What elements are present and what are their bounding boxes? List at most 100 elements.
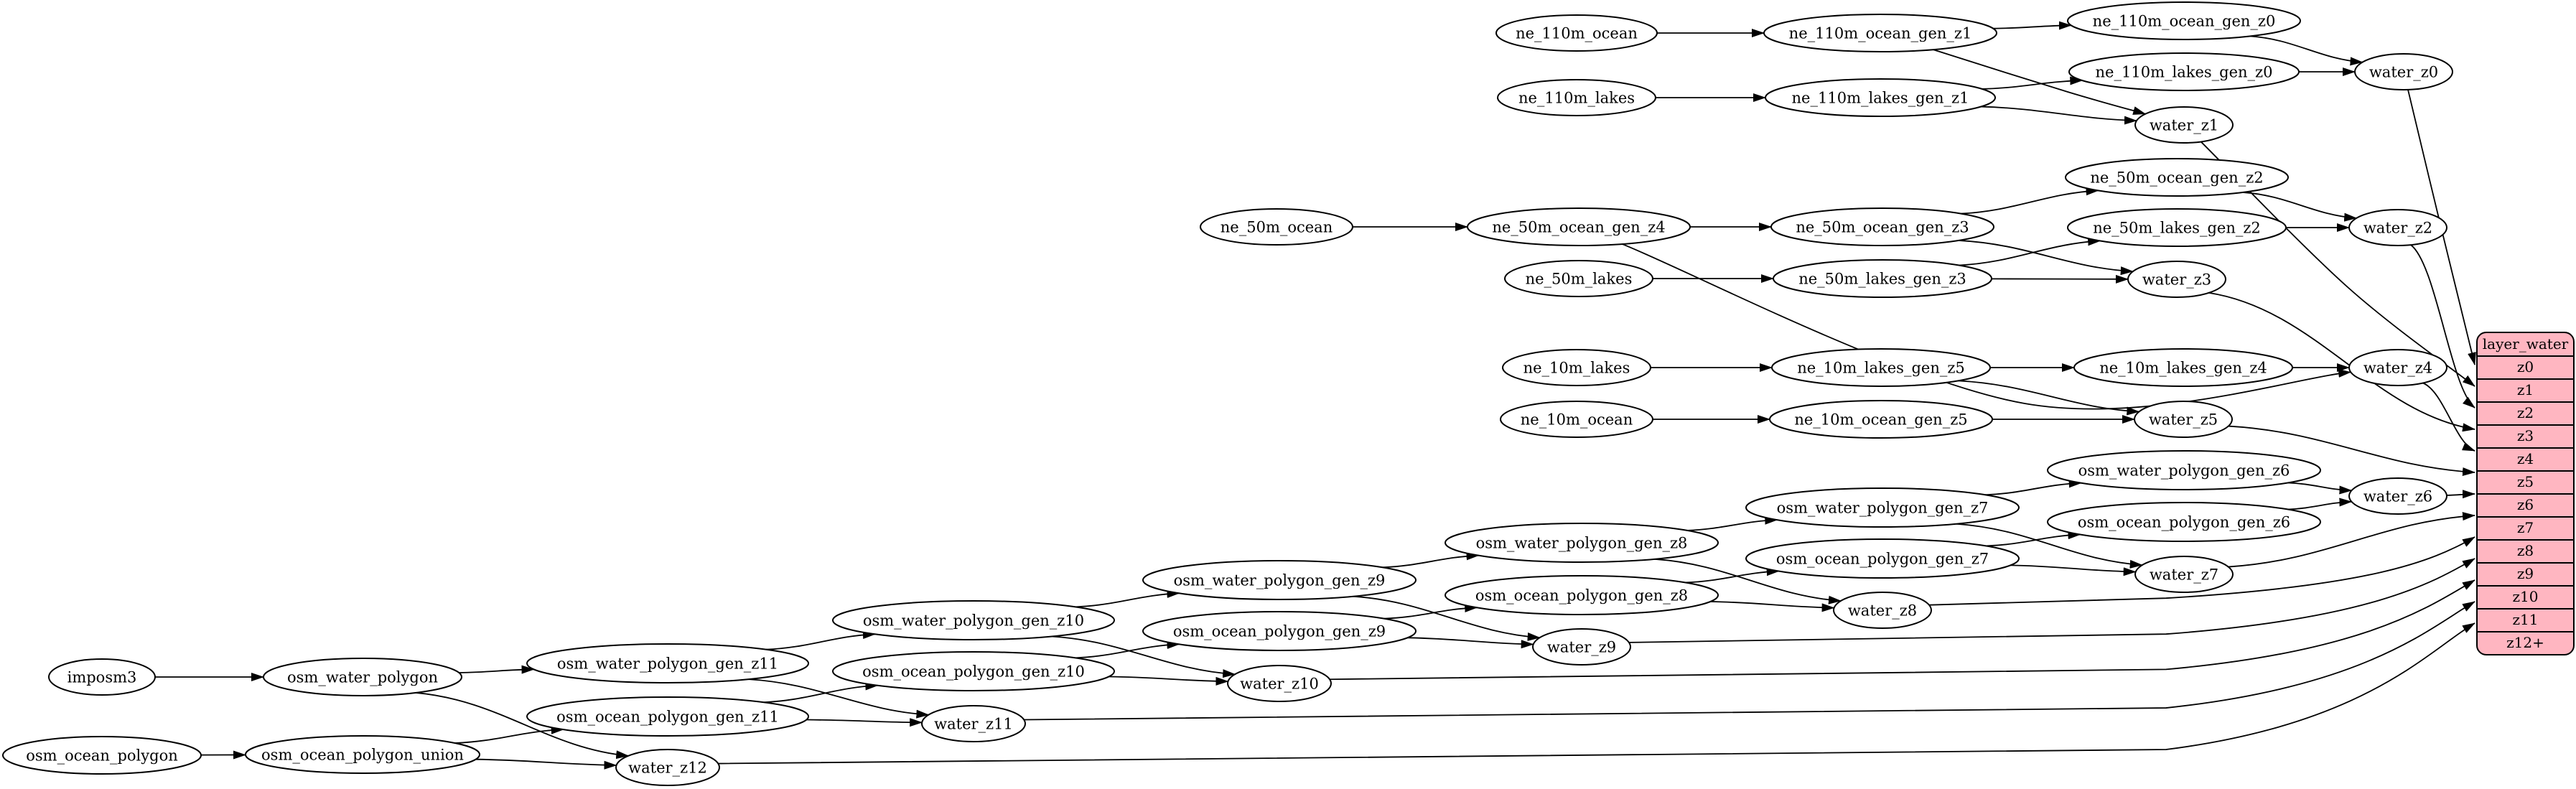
node-osm_water_polygon_gen_z6-label: osm_water_polygon_gen_z6	[2078, 462, 2290, 479]
edge-ne_50m_ocean_gen_z3-to-water_z3	[1959, 240, 2134, 276]
edge-osm_ocean_polygon_gen_z9-to-water_z9	[1407, 637, 1534, 649]
node-ne_10m_ocean: ne_10m_ocean	[1500, 401, 1653, 438]
node-ne_10m_lakes_gen_z5-ellipse	[1771, 348, 1991, 387]
node-osm_ocean_polygon_gen_z7: osm_ocean_polygon_gen_z7	[1745, 538, 2020, 579]
node-ne_50m_ocean_gen_z2-ellipse	[2065, 158, 2289, 197]
edge-osm_water_polygon_gen_z8-to-water_z8	[1654, 558, 1842, 604]
edge-water_z6-to-row-z6	[2446, 490, 2475, 499]
node-ne_50m_lakes_gen_z3: ne_50m_lakes_gen_z3	[1773, 259, 1992, 298]
edge-ne_110m_ocean_gen_z1-to-ne_110m_ocean_gen_z0	[1993, 21, 2072, 30]
node-osm_ocean_polygon_gen_z7-ellipse	[1745, 538, 2020, 579]
node-ne_50m_ocean_gen_z2: ne_50m_ocean_gen_z2	[2065, 158, 2289, 197]
node-ne_110m_ocean_gen_z0: ne_110m_ocean_gen_z0	[2067, 1, 2301, 40]
node-osm_ocean_polygon_union-ellipse	[245, 735, 480, 774]
node-water_z1: water_z1	[2134, 106, 2234, 144]
node-ne_110m_lakes_gen_z1-ellipse	[1765, 78, 1996, 117]
node-osm_water_polygon-label: osm_water_polygon	[287, 668, 438, 686]
node-water_z11-ellipse	[921, 705, 1026, 742]
node-water_z1-label: water_z1	[2150, 116, 2218, 134]
edge-osm_ocean_polygon_gen_z8-to-water_z8	[1710, 601, 1835, 612]
edge-osm_water_polygon_gen_z11-to-osm_water_polygon_gen_z10	[766, 630, 876, 650]
edge-osm_ocean_polygon_union-to-osm_ocean_polygon_gen_z11	[454, 725, 564, 744]
node-water_z3: water_z3	[2127, 261, 2226, 298]
node-ne_10m_lakes_gen_z4-ellipse	[2073, 348, 2293, 387]
node-water_z5-ellipse	[2134, 401, 2233, 438]
node-water_z2: water_z2	[2348, 209, 2447, 246]
node-water_z5-label: water_z5	[2149, 411, 2218, 428]
edge-ne_50m_ocean_gen_z2-to-water_z2	[2242, 192, 2358, 222]
edge-ne_10m_lakes_gen_z5-to-water_z5	[1958, 380, 2140, 416]
node-ne_50m_ocean_gen_z2-label: ne_50m_ocean_gen_z2	[2090, 169, 2263, 186]
edge-osm_ocean_polygon_gen_z7-to-osm_ocean_polygon_gen_z6	[1986, 531, 2081, 547]
node-ne_50m_ocean_gen_z3: ne_50m_ocean_gen_z3	[1770, 207, 1994, 246]
node-ne_50m_lakes-ellipse	[1504, 260, 1653, 297]
node-ne_110m_lakes-label: ne_110m_lakes	[1518, 89, 1635, 106]
node-water_z10-label: water_z10	[1240, 675, 1319, 692]
edge-osm_water_polygon_gen_z8-to-osm_water_polygon_gen_z7	[1686, 515, 1778, 531]
edge-osm_ocean_polygon_union-to-water_z12	[475, 758, 617, 770]
node-water_z7: water_z7	[2134, 556, 2234, 593]
node-osm_water_polygon_gen_z10-ellipse	[832, 600, 1115, 640]
node-water_z12-ellipse	[615, 749, 720, 786]
node-ne_50m_lakes_gen_z3-ellipse	[1773, 259, 1992, 298]
edge-osm_water_polygon_gen_z10-to-osm_water_polygon_gen_z9	[1075, 589, 1180, 608]
node-ne_10m_lakes_gen_z5: ne_10m_lakes_gen_z5	[1771, 348, 1991, 387]
node-water_z9-ellipse	[1532, 628, 1631, 666]
node-ne_50m_lakes_gen_z3-label: ne_50m_lakes_gen_z3	[1798, 270, 1966, 287]
node-ne_50m_lakes_gen_z2-ellipse	[2067, 208, 2287, 247]
node-water_z4-label: water_z4	[2363, 359, 2432, 376]
node-osm_ocean_polygon_union-label: osm_ocean_polygon_union	[261, 746, 464, 763]
edge-osm_ocean_polygon_gen_z8-to-osm_ocean_polygon_gen_z7	[1685, 567, 1780, 584]
node-ne_50m_ocean_gen_z3-label: ne_50m_ocean_gen_z3	[1796, 218, 1969, 235]
node-ne_50m_ocean_gen_z4: ne_50m_ocean_gen_z4	[1467, 207, 1691, 246]
node-water_z1-ellipse	[2134, 106, 2234, 144]
node-osm_ocean_polygon_gen_z9: osm_ocean_polygon_gen_z9	[1142, 611, 1417, 651]
node-osm_ocean_polygon_gen_z9-label: osm_ocean_polygon_gen_z9	[1173, 622, 1386, 640]
node-ne_10m_lakes-ellipse	[1502, 349, 1651, 386]
layer-water-row-z6: z6	[2478, 493, 2573, 516]
node-water_z0: water_z0	[2354, 53, 2453, 90]
edge-water_z8-to-row-z8	[1928, 536, 2475, 606]
node-ne_110m_ocean_gen_z0-label: ne_110m_ocean_gen_z0	[2093, 12, 2276, 29]
edge-osm_water_polygon_gen_z10-to-water_z10	[1051, 635, 1236, 678]
node-ne_110m_lakes-ellipse	[1497, 79, 1656, 116]
node-osm_ocean_polygon_gen_z10-ellipse	[832, 651, 1115, 691]
node-water_z0-label: water_z0	[2369, 63, 2438, 80]
node-osm_water_polygon_gen_z7-ellipse	[1745, 487, 2020, 528]
node-osm_water_polygon_gen_z11-ellipse	[526, 643, 809, 683]
node-ne_110m_lakes: ne_110m_lakes	[1497, 79, 1656, 116]
node-water_z12: water_z12	[615, 749, 720, 786]
node-osm_water_polygon_gen_z10-label: osm_water_polygon_gen_z10	[863, 612, 1084, 629]
node-water_z6: water_z6	[2348, 477, 2447, 515]
edge-osm_water_polygon_gen_z6-to-water_z6	[2287, 482, 2353, 495]
node-ne_110m_ocean_gen_z1: ne_110m_ocean_gen_z1	[1763, 14, 1997, 52]
edge-water_z3-to-row-z3	[2208, 291, 2475, 432]
edge-water_z11-to-row-z11	[1024, 601, 2475, 721]
edge-ne_50m_ocean_gen_z4-to-water_z4	[1622, 243, 2352, 410]
edge-water_z9-to-row-z9	[1628, 558, 2475, 643]
edge-osm_ocean_polygon_gen_z9-to-osm_ocean_polygon_gen_z8	[1383, 603, 1478, 620]
node-ne_110m_lakes_gen_z0: ne_110m_lakes_gen_z0	[2068, 52, 2300, 91]
layer-water-row-z3: z3	[2478, 424, 2573, 447]
node-water_z11: water_z11	[921, 705, 1026, 742]
node-water_z4: water_z4	[2348, 349, 2447, 386]
edge-water_z5-to-row-z5	[2228, 425, 2475, 476]
layer-water-row-z1: z1	[2478, 378, 2573, 401]
node-ne_10m_ocean_gen_z5-ellipse	[1769, 400, 1993, 439]
node-osm_ocean_polygon_gen_z7-label: osm_ocean_polygon_gen_z7	[1776, 550, 1989, 567]
node-osm_water_polygon: osm_water_polygon	[263, 658, 462, 696]
edge-osm_ocean_polygon_gen_z10-to-water_z10	[1109, 676, 1229, 686]
node-ne_50m_lakes_gen_z2-label: ne_50m_lakes_gen_z2	[2093, 219, 2261, 236]
node-water_z8: water_z8	[1833, 592, 1932, 629]
node-ne_110m_ocean-ellipse	[1495, 14, 1658, 52]
node-water_z7-label: water_z7	[2150, 566, 2218, 583]
edge-osm_water_polygon_gen_z9-to-osm_water_polygon_gen_z8	[1382, 551, 1480, 569]
node-osm_ocean_polygon_gen_z8-label: osm_ocean_polygon_gen_z8	[1475, 587, 1688, 604]
edge-water_z7-to-row-z7	[2228, 512, 2475, 568]
node-ne_50m_ocean_gen_z4-label: ne_50m_ocean_gen_z4	[1492, 218, 1665, 235]
edge-osm_water_polygon-to-water_z12	[415, 692, 630, 760]
edge-water_z10-to-row-z10	[1330, 579, 2475, 681]
layer-water-row-z2: z2	[2478, 401, 2573, 424]
edge-ne_110m_ocean_gen_z0-to-water_z0	[2250, 35, 2363, 66]
